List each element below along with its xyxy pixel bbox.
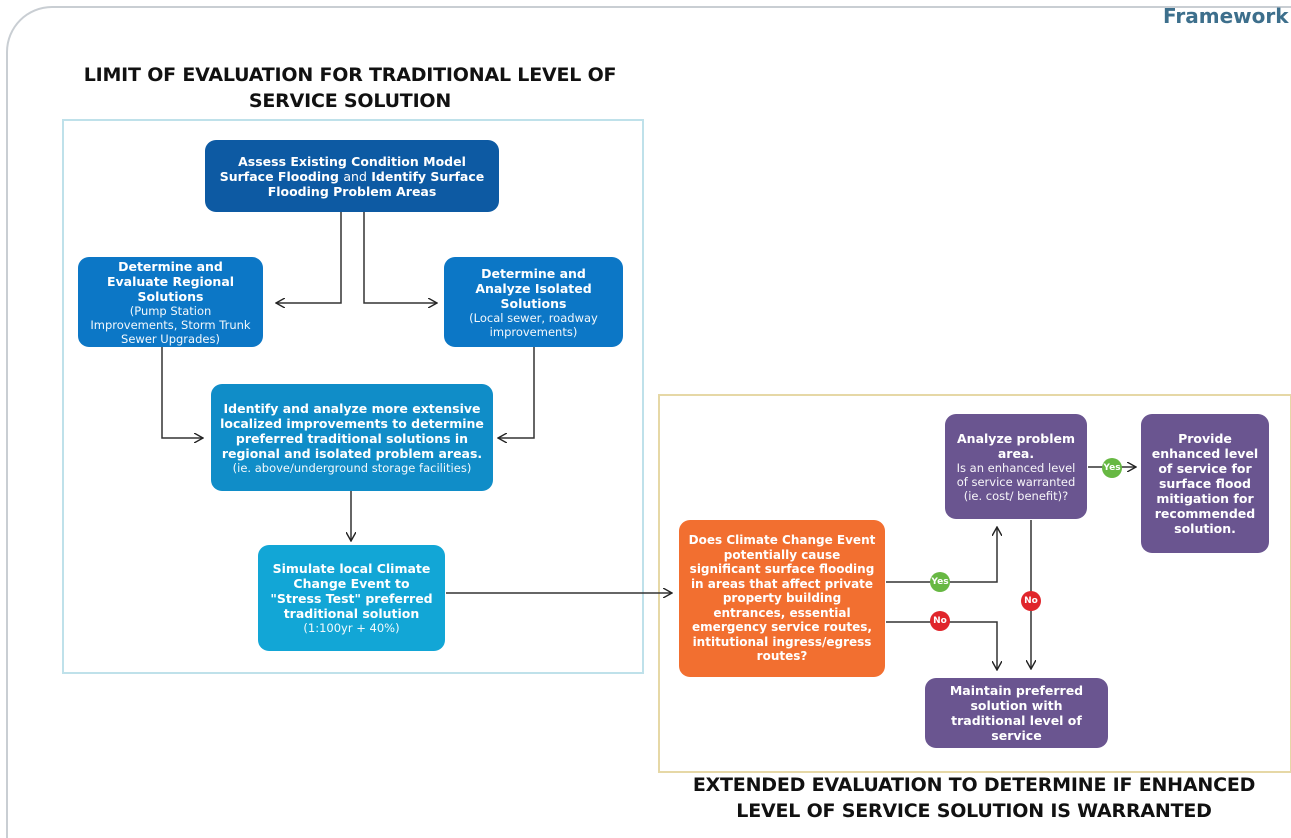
no-badge-analyze: No	[1021, 591, 1041, 611]
yes-badge-climate: Yes	[930, 572, 950, 592]
maintain-title: Maintain preferred solution with traditi…	[949, 683, 1084, 743]
page-frame	[6, 6, 1291, 838]
isolated-subtitle: (Local sewer, roadway improvements)	[469, 310, 598, 339]
isolated-solutions-box: Determine and Analyze Isolated Solutions…	[444, 257, 623, 347]
assess-existing-condition-box: Assess Existing Condition Model Surface …	[205, 140, 499, 212]
localized-subtitle: (ie. above/underground storage facilitie…	[232, 460, 472, 475]
analyze-subtitle: Is an enhanced level of service warrante…	[956, 460, 1076, 503]
regional-title: Determine and Evaluate Regional Solution…	[106, 258, 235, 304]
corner-title: Framework	[1163, 4, 1289, 28]
traditional-evaluation-region	[62, 119, 644, 674]
simulate-climate-box: Simulate local Climate Change Event to "…	[258, 545, 445, 651]
climate-question-box: Does Climate Change Event potentially ca…	[679, 520, 885, 677]
assess-part2: Identify Surface Flooding Problem Areas	[267, 168, 485, 199]
right-heading: EXTENDED EVALUATION TO DETERMINE IF ENHA…	[692, 774, 1256, 822]
assess-part1: Assess Existing Condition Model Surface …	[219, 153, 466, 184]
left-heading: LIMIT OF EVALUATION FOR TRADITIONAL LEVE…	[83, 64, 617, 112]
isolated-title: Determine and Analyze Isolated Solutions	[475, 265, 592, 311]
provide-enhanced-box: Provide enhanced level of service for su…	[1141, 414, 1269, 553]
localized-title: Identify and analyze more extensive loca…	[220, 400, 484, 461]
regional-subtitle: (Pump Station Improvements, Storm Trunk …	[90, 303, 251, 346]
regional-solutions-box: Determine and Evaluate Regional Solution…	[78, 257, 263, 347]
maintain-preferred-box: Maintain preferred solution with traditi…	[925, 678, 1108, 748]
climate-question-text: Does Climate Change Event potentially ca…	[688, 533, 876, 664]
no-badge-climate: No	[930, 611, 950, 631]
analyze-problem-box: Analyze problem area. Is an enhanced lev…	[945, 414, 1087, 519]
assess-joiner: and	[343, 168, 367, 184]
provide-title: Provide enhanced level of service for su…	[1151, 431, 1259, 536]
simulate-title: Simulate local Climate Change Event to "…	[270, 561, 433, 621]
simulate-subtitle: (1:100yr + 40%)	[303, 621, 400, 635]
yes-badge-analyze: Yes	[1102, 458, 1122, 478]
analyze-title: Analyze problem area.	[957, 430, 1075, 461]
localized-improvements-box: Identify and analyze more extensive loca…	[211, 384, 493, 491]
